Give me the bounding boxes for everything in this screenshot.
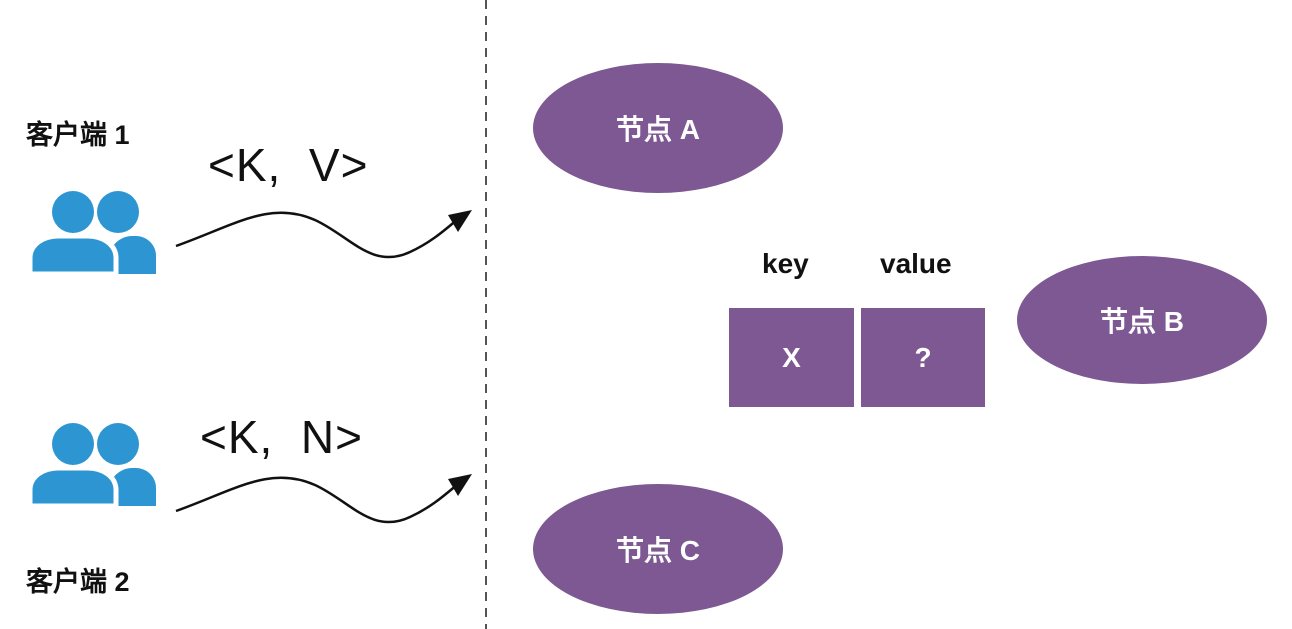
key-cell: X bbox=[729, 308, 854, 407]
node-b: 节点 B bbox=[1017, 256, 1267, 384]
client-1-message-label: <K, V> bbox=[208, 139, 369, 191]
value-cell: ? bbox=[861, 308, 985, 407]
users-icon bbox=[27, 191, 156, 277]
node-c: 节点 C bbox=[533, 484, 783, 614]
key-column-header: key bbox=[762, 248, 809, 279]
node-a: 节点 A bbox=[533, 63, 783, 193]
client-1-label: 客户端 1 bbox=[26, 120, 130, 150]
users-icon bbox=[27, 423, 156, 509]
client-2-message-label: <K, N> bbox=[200, 411, 363, 463]
value-column-header: value bbox=[880, 248, 952, 279]
client-2-label: 客户端 2 bbox=[26, 567, 130, 597]
